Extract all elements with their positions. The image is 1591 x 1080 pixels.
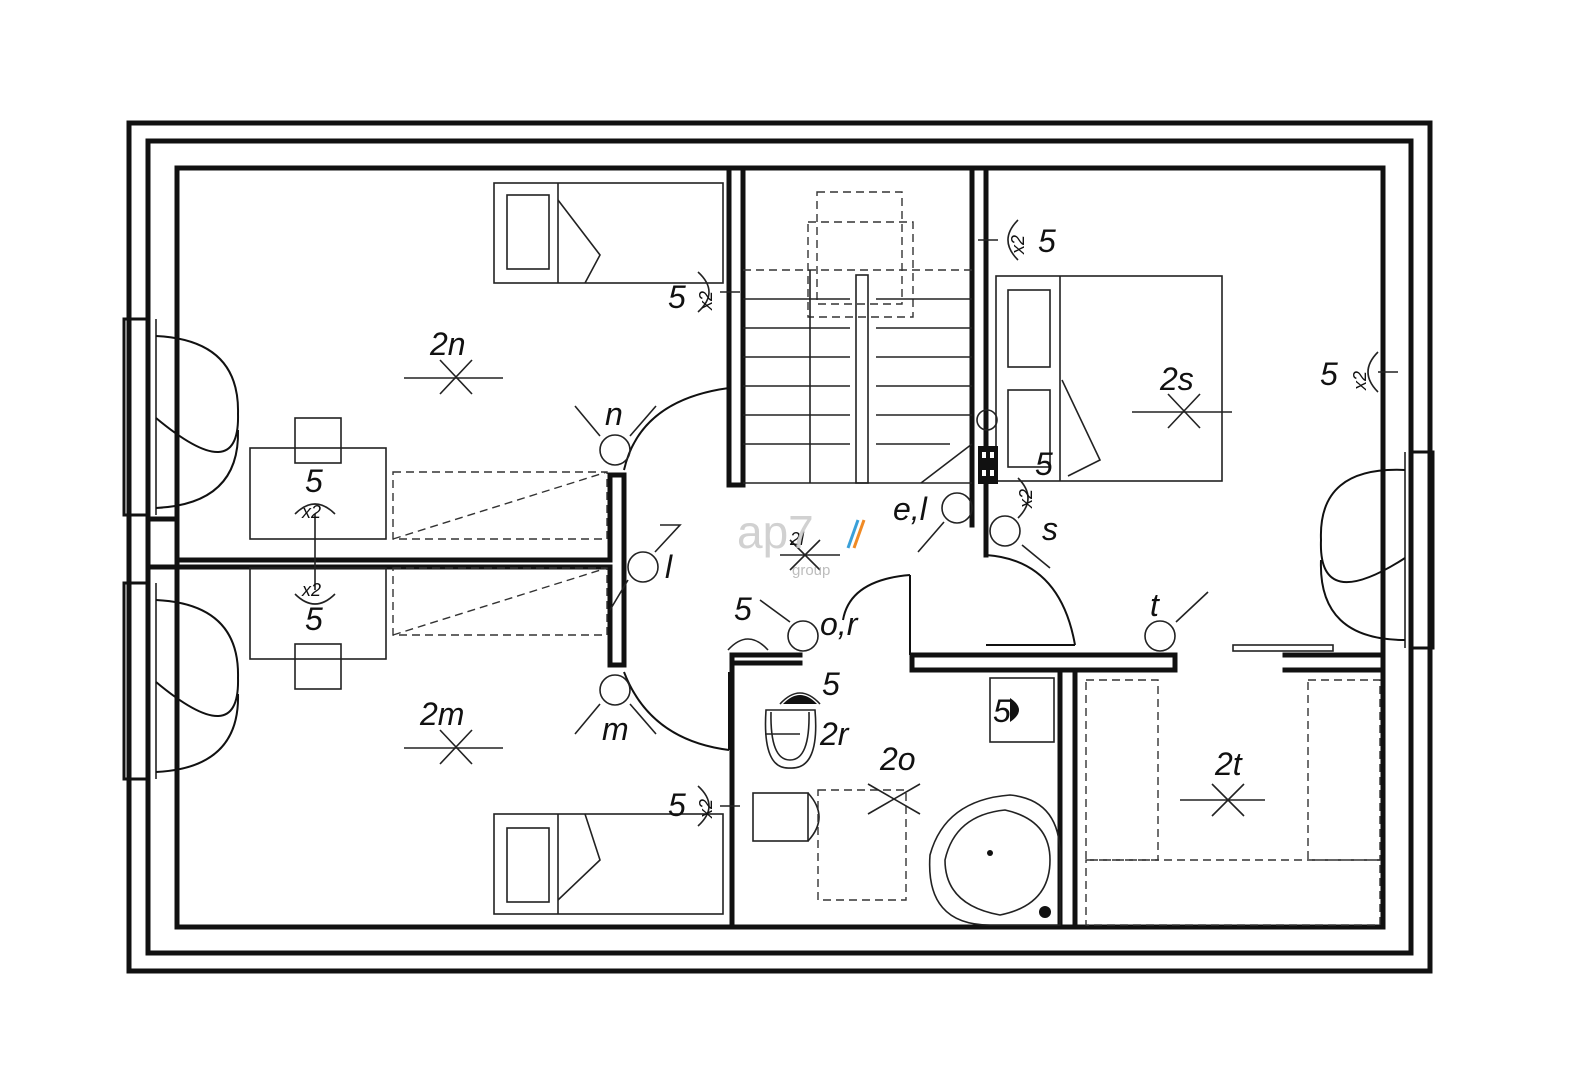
room-label-2o: 2o [879,741,916,777]
room-label-2r: 2r [819,716,850,752]
room-label-2n: 2n [429,326,466,362]
socket-number: 5 [305,463,323,499]
socket-number: 5 [305,601,323,637]
socket-multiplier: x2 [1008,235,1028,255]
room-labels: 2n 2m 2s 2o 2r 2t 2l [419,326,1243,782]
fixture-label-s: s [1042,511,1058,547]
socket-multiplier: x2 [1016,489,1036,509]
socket-labels: 5 x2 5 x2 5 x2 5 x2 5 x2 5 x2 x2 5 5 5 5 [301,223,1370,823]
socket-number: 5 [668,279,686,315]
socket-multiplier: x2 [1350,371,1370,391]
logo-mark: ap7 [737,506,814,558]
socket-multiplier: x2 [696,799,716,819]
desk-2n [249,417,608,540]
room-label-2t: 2t [1214,746,1243,782]
socket-number: 5 [734,591,752,627]
room-markers [404,359,1265,817]
room-label-2m: 2m [419,696,464,732]
wardrobe-2t [1085,679,1381,926]
room-label-2l: 2l [789,529,805,549]
logo-sub: group [792,562,830,579]
socket-multiplier: x2 [696,291,716,311]
fixture-labels: n m l e,l s o,r t [602,396,1160,747]
desk-2m [249,567,608,690]
socket-multiplier: x2 [301,502,321,522]
left-windows [122,317,240,781]
socket-number: 5 [822,666,840,702]
socket-number: 5 [1035,446,1053,482]
socket-number: 5 [1320,356,1338,392]
fixture-label-el: e,l [893,491,928,527]
fixture-label-m: m [602,711,629,747]
interior-walls [174,165,1386,930]
bed-2m [493,813,724,915]
bathroom-fixtures [752,677,1061,926]
socket-multiplier: x2 [301,580,321,600]
fixture-label-or: o,r [820,606,859,642]
socket-number: 5 [1038,223,1056,259]
bed-2n [493,182,724,284]
socket-symbols [294,219,1398,827]
doors [623,387,1076,751]
room-label-2s: 2s [1159,361,1194,397]
socket-number: 5 [993,693,1011,729]
fixture-label-n: n [605,396,623,432]
fixture-label-t: t [1150,587,1160,623]
light-fixtures [574,405,1209,735]
fixture-label-l: l [665,549,673,585]
staircase [743,191,973,484]
right-window [1319,450,1435,650]
bed-2s [995,275,1223,482]
watermark-logo: ap7 group [737,506,866,579]
socket-number: 5 [668,787,686,823]
